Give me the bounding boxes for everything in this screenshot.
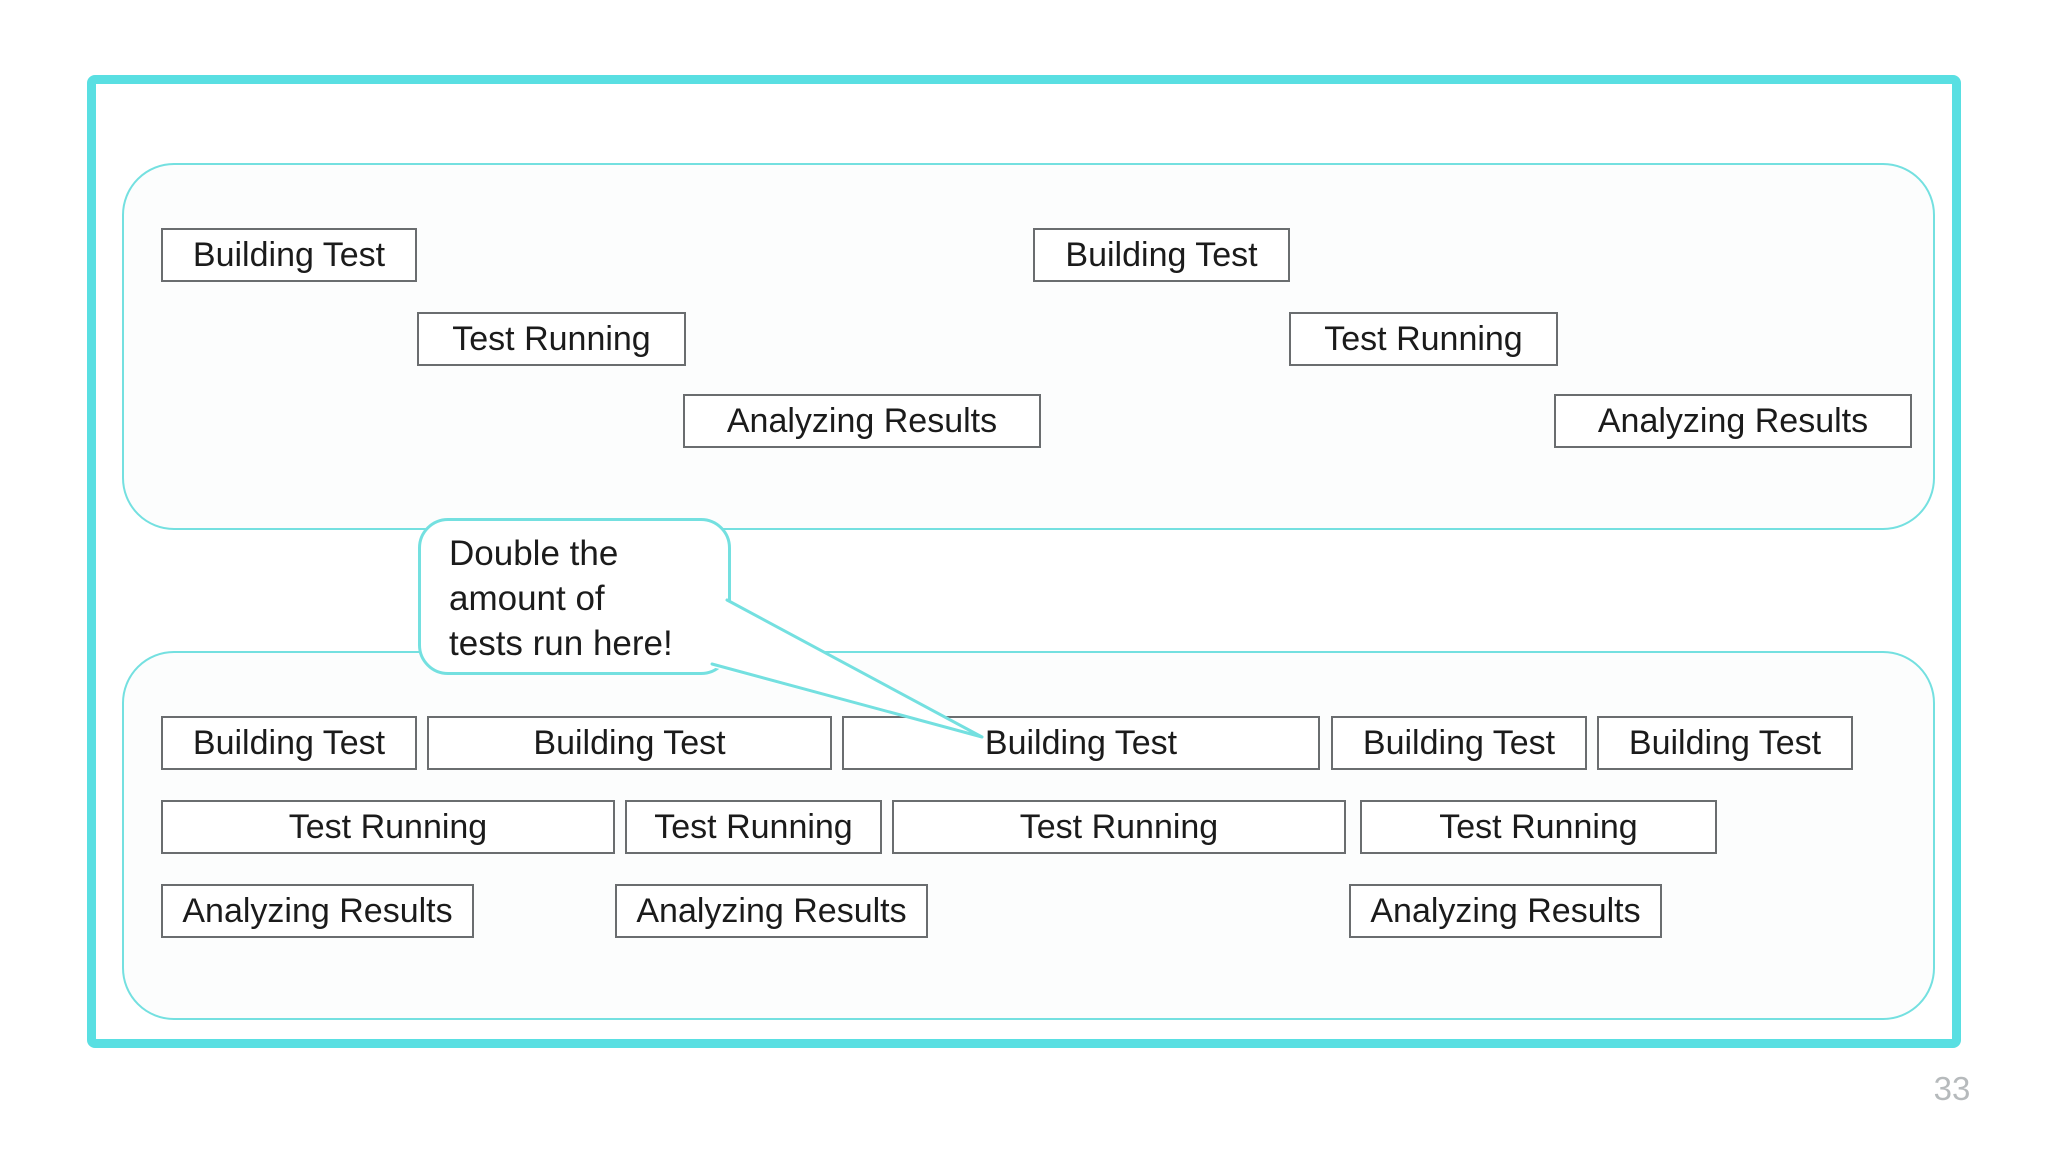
step-box-building-test: Building Test	[161, 228, 417, 282]
step-label: Building Test	[1065, 235, 1258, 274]
step-label: Test Running	[288, 807, 488, 846]
step-box-analyzing-results: Analyzing Results	[161, 884, 474, 938]
step-box-building-test: Building Test	[427, 716, 832, 770]
step-box-test-running: Test Running	[417, 312, 686, 366]
step-box-test-running: Test Running	[625, 800, 882, 854]
step-label: Building Test	[533, 723, 726, 762]
step-label: Building Test	[192, 723, 386, 762]
step-label: Analyzing Results	[1597, 401, 1869, 440]
step-label: Test Running	[1324, 319, 1523, 358]
step-label: Analyzing Results	[182, 891, 453, 930]
step-box-test-running: Test Running	[892, 800, 1346, 854]
step-label: Test Running	[1439, 807, 1638, 846]
page-number: 33	[1933, 1070, 1971, 1107]
step-box-test-running: Test Running	[161, 800, 615, 854]
step-box-analyzing-results: Analyzing Results	[615, 884, 928, 938]
step-box-building-test: Building Test	[1597, 716, 1853, 770]
step-label: Analyzing Results	[636, 891, 907, 930]
step-label: Building Test	[1362, 723, 1556, 762]
step-box-test-running: Test Running	[1289, 312, 1558, 366]
step-label: Building Test	[984, 723, 1178, 762]
step-label: Building Test	[1628, 723, 1822, 762]
callout-line: amount of	[449, 579, 605, 618]
step-box-analyzing-results: Analyzing Results	[1554, 394, 1912, 448]
step-box-building-test: Building Test	[1331, 716, 1587, 770]
before-panel	[122, 163, 1935, 530]
step-box-building-test: Building Test	[161, 716, 417, 770]
step-box-analyzing-results: Analyzing Results	[1349, 884, 1662, 938]
step-label: Test Running	[452, 319, 651, 358]
step-label: Building Test	[192, 235, 386, 274]
callout-line: Double the	[449, 534, 619, 573]
step-box-building-test: Building Test	[1033, 228, 1290, 282]
callout-bubble: Double the amount of tests run here!	[418, 518, 731, 675]
step-label: Test Running	[1019, 807, 1219, 846]
step-label: Test Running	[654, 807, 853, 846]
step-box-building-test: Building Test	[842, 716, 1320, 770]
step-box-test-running: Test Running	[1360, 800, 1717, 854]
step-label: Analyzing Results	[726, 401, 998, 440]
step-box-analyzing-results: Analyzing Results	[683, 394, 1041, 448]
callout-line: tests run here!	[449, 624, 673, 663]
step-label: Analyzing Results	[1370, 891, 1641, 930]
